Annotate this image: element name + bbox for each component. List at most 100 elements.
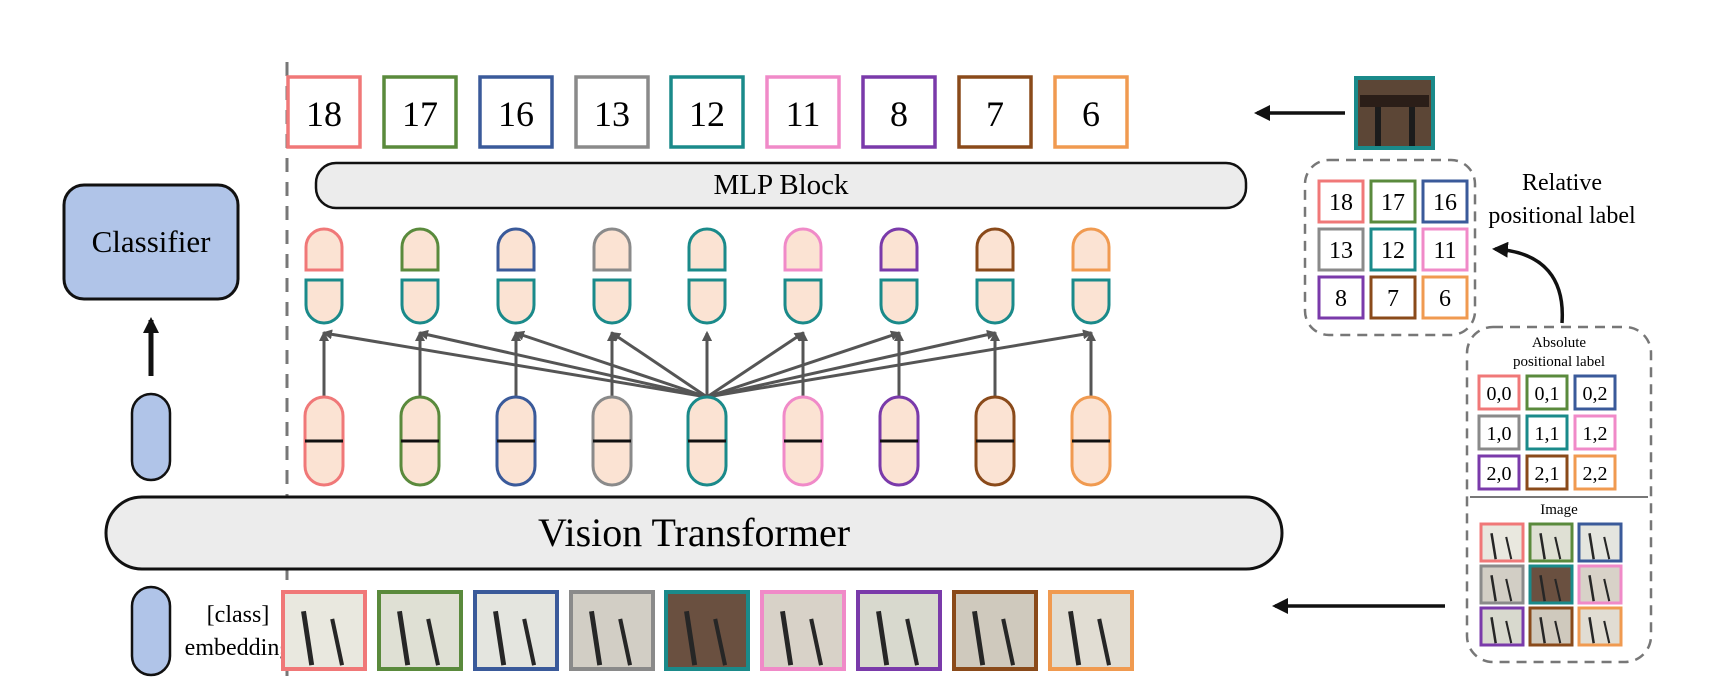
relative-grid-cell: [1369, 275, 1417, 320]
relative-label-value: 16: [498, 94, 534, 134]
image-label: Image: [1540, 502, 1578, 518]
image-patch-chair-leg: [1539, 533, 1546, 560]
image-grid-cell: [1479, 564, 1525, 605]
absolute-grid-cell: [1525, 414, 1569, 451]
patch-column: 18: [281, 75, 367, 671]
input-patch-chair-back: [905, 618, 920, 666]
absolute-grid-value: 0,1: [1535, 383, 1560, 405]
image-patch-chair-leg: [1539, 575, 1546, 602]
output-token-top: [496, 227, 536, 272]
output-token-bottom: [783, 278, 823, 325]
absolute-label-line1: Absolute: [1532, 335, 1587, 351]
input-patch-bg: [475, 592, 557, 669]
relative-label-box: [382, 75, 458, 149]
image-patch-bg: [1579, 608, 1621, 645]
image-patch-chair-back: [1603, 578, 1611, 602]
relative-label-line2: positional label: [1488, 203, 1636, 229]
image-patch-chair-back: [1505, 536, 1513, 560]
relative-label-value: 17: [402, 94, 438, 134]
input-patch-chair-leg: [1068, 610, 1082, 666]
image-patch-chair-leg: [1588, 617, 1595, 644]
attention-arrow: [706, 329, 1093, 399]
input-patch-border: [473, 590, 559, 671]
image-patch-bg: [1530, 524, 1572, 561]
output-token-top: [783, 227, 823, 272]
relative-grid-cell: [1317, 179, 1365, 224]
relative-label-box: [478, 75, 554, 149]
patch-column: 7: [952, 75, 1038, 671]
attention-arrow: [610, 331, 708, 399]
image-patch-chair-back: [1603, 536, 1611, 560]
absolute-grid-value: 2,1: [1535, 463, 1560, 485]
input-patch-bg: [858, 592, 940, 669]
mlp-block: [314, 161, 1248, 210]
input-patch-chair-leg: [397, 610, 411, 666]
output-token-bottom: [879, 278, 919, 325]
relative-grid-value: 11: [1433, 238, 1456, 264]
relative-label-value: 11: [786, 94, 821, 134]
input-patch-chair-back: [426, 618, 441, 666]
relative-grid-value: 16: [1433, 190, 1457, 216]
classifier-label: Classifier: [92, 224, 211, 259]
image-patch-chair-back: [1505, 578, 1513, 602]
relative-grid-cell: [1421, 275, 1469, 320]
class-embedding-token: [130, 585, 172, 677]
absolute-grid-value: 0,0: [1487, 383, 1512, 405]
relative-grid-cell: [1369, 179, 1417, 224]
relative-label-box: [861, 75, 937, 149]
input-patch-border: [281, 590, 367, 671]
absolute-to-relative-arrow: [1492, 241, 1565, 324]
relative-grid-value: 18: [1329, 190, 1353, 216]
image-patch-chair-back: [1554, 620, 1562, 644]
input-patch-border: [569, 590, 655, 671]
input-patch-border: [1048, 590, 1134, 671]
absolute-grid-cell: [1477, 374, 1521, 411]
image-patch-chair-back: [1505, 620, 1513, 644]
image-patch-bg: [1530, 608, 1572, 645]
image-patch-bg: [1530, 566, 1572, 603]
relative-label-value: 18: [306, 94, 342, 134]
image-grid-cell: [1577, 522, 1623, 563]
absolute-grid-cell: [1477, 454, 1521, 491]
relative-grid-cell: [1421, 179, 1469, 224]
image-patch-bg: [1481, 566, 1523, 603]
input-patch-bg: [1050, 592, 1132, 669]
class-embedding-label-line1: [class]: [207, 602, 270, 628]
input-patch-chair-leg: [301, 610, 315, 666]
input-patch-chair-back: [713, 618, 728, 666]
input-patch-chair-leg: [972, 610, 986, 666]
absolute-image-panel: [1465, 325, 1653, 664]
vision-transformer-label: Vision Transformer: [538, 510, 850, 555]
image-patch-chair-leg: [1588, 575, 1595, 602]
input-patch-bg: [283, 592, 365, 669]
relative-grid-value: 12: [1381, 238, 1405, 264]
attention-arrow: [706, 331, 805, 399]
input-patch-chair-back: [618, 618, 633, 666]
relative-label-line1: Relative: [1522, 170, 1602, 196]
input-patch-bg: [666, 592, 748, 669]
image-patch-chair-back: [1554, 536, 1562, 560]
relative-grid-value: 8: [1335, 286, 1347, 312]
query-patch-table-top: [1360, 95, 1429, 107]
absolute-grid-cell: [1525, 374, 1569, 411]
patch-column: 8: [856, 75, 942, 671]
input-patch-chair-leg: [684, 610, 698, 666]
input-patch-chair-back: [809, 618, 824, 666]
output-token-bottom: [975, 278, 1015, 325]
output-token-top: [304, 227, 344, 272]
input-patch-chair-back: [330, 618, 345, 666]
attention-arrow: [706, 329, 997, 399]
image-grid-cell: [1479, 606, 1525, 647]
absolute-grid-cell: [1477, 414, 1521, 451]
input-patch-chair-leg: [493, 610, 507, 666]
image-patch-bg: [1579, 566, 1621, 603]
vision-transformer-block: [104, 495, 1284, 571]
relative-label-box: [957, 75, 1033, 149]
relative-grid-cell: [1317, 227, 1365, 272]
absolute-label-line2: positional label: [1513, 354, 1605, 370]
relative-label-panel: [1303, 158, 1477, 337]
relative-label-box: [1053, 75, 1129, 149]
relative-label-value: 13: [594, 94, 630, 134]
absolute-grid-value: 2,2: [1583, 463, 1608, 485]
patch-column: 13: [569, 75, 655, 671]
